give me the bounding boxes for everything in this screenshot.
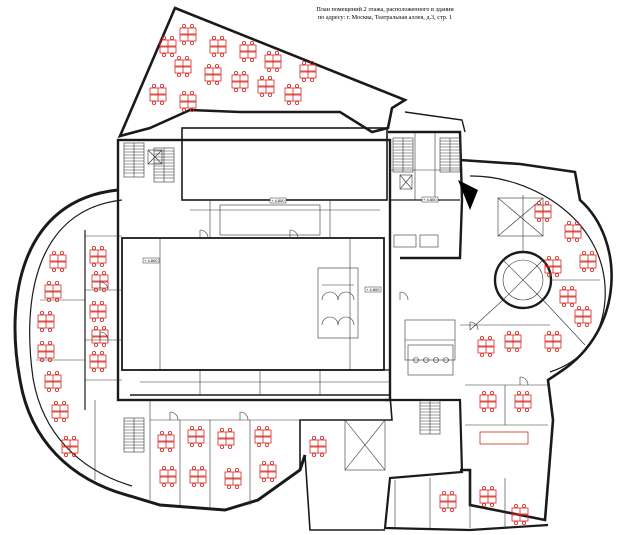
level-mark-1: + 4.800 [271, 198, 285, 203]
level-marks: + 4.800 + 4.800 + 4.800 + 4.800 [142, 196, 439, 293]
shaft-fill [458, 180, 478, 210]
elevator-icon [147, 149, 413, 190]
atrium [121, 237, 385, 371]
plan-title: План помещений 2 этажа, расположенного в… [285, 6, 485, 21]
west-wing-rooms [36, 230, 151, 500]
plan-title-line2: по адресу: г. Москва, Театральная аллея,… [317, 13, 453, 21]
toilet-icon [407, 344, 454, 376]
level-mark-3: + 4.800 [366, 287, 380, 292]
level-mark-4: + 4.800 [423, 197, 437, 202]
plan-title-line1: План помещений 2 этажа, расположенного в… [316, 6, 454, 13]
rotunda [469, 195, 600, 346]
meeting-table [479, 431, 529, 445]
east-wing-rooms [394, 324, 550, 528]
corridors [140, 127, 390, 395]
level-mark-2: + 4.800 [144, 258, 158, 263]
stair-icon [123, 137, 461, 453]
north-east-tower-rooms [390, 132, 478, 361]
south-wing-rooms [150, 419, 386, 508]
outer-walls [13, 6, 613, 532]
